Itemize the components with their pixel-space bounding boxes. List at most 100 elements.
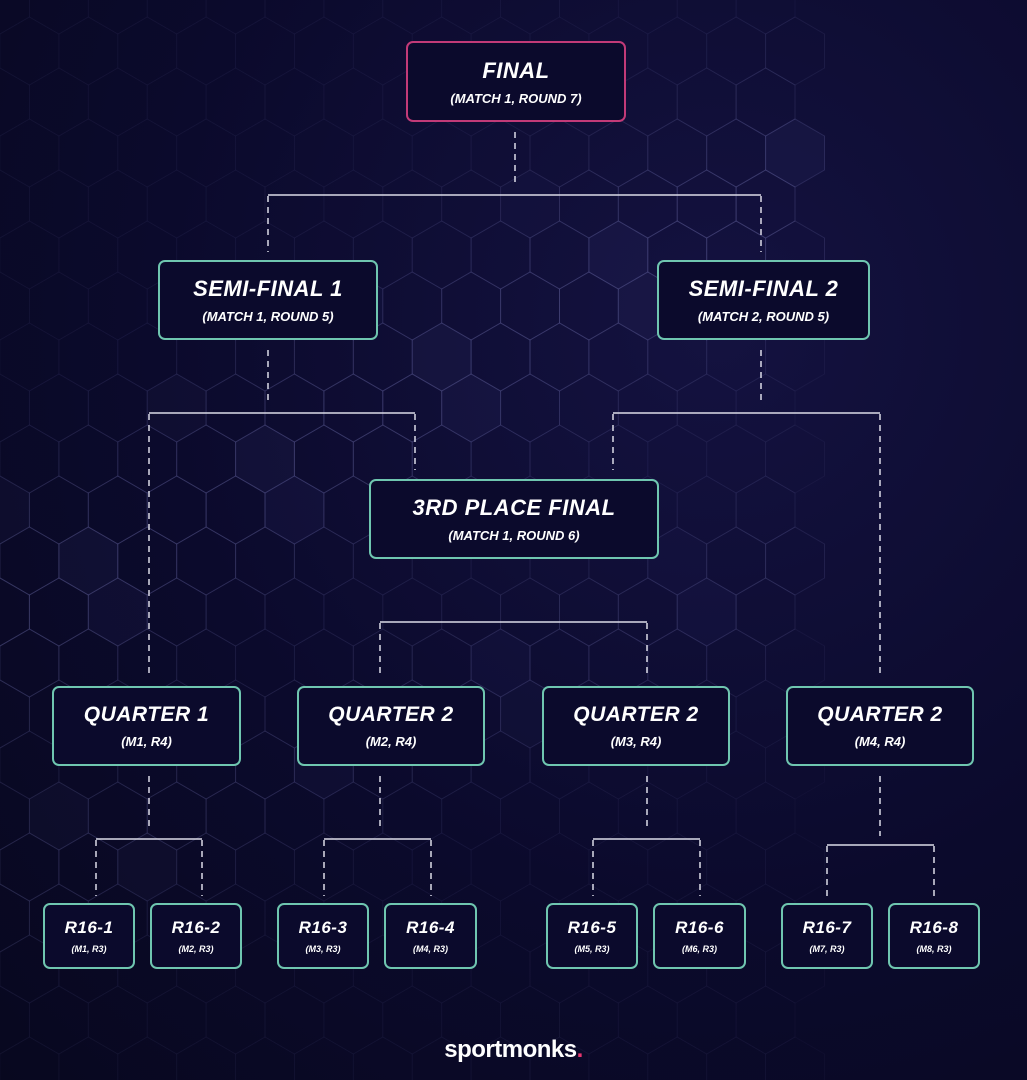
- quarter-title: QUARTER 2: [817, 703, 943, 726]
- hexagon-shape: [293, 832, 354, 902]
- hexagon-shape: [382, 373, 443, 443]
- hexagon-shape: [617, 781, 678, 851]
- hexagon-shape: [0, 373, 30, 443]
- hexagon-shape: [146, 577, 207, 647]
- hexagon-shape: [58, 628, 119, 698]
- hexagon-shape: [382, 985, 443, 1055]
- hexagon-shape: [205, 67, 266, 137]
- third-place-final-subtitle: (MATCH 1, ROUND 6): [448, 528, 580, 543]
- hexagon-shape: [382, 169, 443, 239]
- hexagon-shape: [676, 475, 737, 545]
- hexagon-shape: [647, 16, 708, 86]
- hexagon-shape: [617, 577, 678, 647]
- quarter-title: QUARTER 2: [328, 703, 454, 726]
- hexagon-shape: [529, 220, 590, 290]
- final-subtitle: (MATCH 1, ROUND 7): [450, 90, 582, 106]
- hexagon-shape: [441, 0, 502, 35]
- hexagon-shape: [28, 985, 89, 1055]
- hexagon-shape: [0, 679, 30, 749]
- hexagon-shape: [87, 577, 148, 647]
- hexagon-shape: [323, 67, 384, 137]
- hexagon-shape: [765, 526, 825, 596]
- hexagon-shape: [146, 169, 207, 239]
- r16-node-3: R16-3 (M3, R3): [277, 903, 369, 969]
- hexagon-shape: [647, 628, 708, 698]
- hexagon-shape: [0, 0, 30, 35]
- hexagon-shape: [87, 0, 148, 35]
- hexagon-shape: [293, 16, 354, 86]
- r16-node-8: R16-8 (M8, R3): [888, 903, 980, 969]
- hexagon-shape: [706, 628, 767, 698]
- brand-dot: .: [576, 1036, 584, 1063]
- hexagon-shape: [117, 832, 178, 902]
- hexagon-shape: [0, 985, 30, 1055]
- hexagon-shape: [87, 781, 148, 851]
- r16-subtitle: (M1, R3): [71, 944, 107, 954]
- quarter-node-2: QUARTER 2 (M2, R4): [297, 686, 485, 766]
- hexagon-shape: [293, 628, 354, 698]
- hexagon-shape: [411, 424, 472, 494]
- hexagon-shape: [0, 781, 30, 851]
- hexagon-shape: [706, 118, 767, 188]
- hexagon-shape: [647, 526, 708, 596]
- hexagon-shape: [352, 628, 413, 698]
- hexagon-shape: [117, 424, 178, 494]
- hexagon-shape: [559, 577, 619, 647]
- hexagon-shape: [205, 985, 266, 1055]
- hexagon-shape: [706, 832, 767, 902]
- hexagon-shape: [176, 424, 237, 494]
- quarter-subtitle: (M4, R4): [854, 734, 906, 749]
- hexagon-shape: [117, 16, 178, 86]
- hexagon-shape: [588, 832, 649, 902]
- hexagon-shape: [706, 730, 767, 800]
- hexagon-shape: [470, 220, 531, 290]
- hexagon-shape: [529, 322, 590, 392]
- r16-node-7: R16-7 (M7, R3): [781, 903, 873, 969]
- hexagon-shape: [441, 271, 502, 341]
- hexagon-shape: [441, 781, 502, 851]
- hexagon-shape: [323, 577, 384, 647]
- hexagon-shape: [205, 475, 266, 545]
- r16-title: R16-7: [802, 918, 852, 937]
- hexagon-shape: [411, 1036, 472, 1080]
- hexagon-shape: [117, 628, 178, 698]
- hexagon-shape: [58, 832, 119, 902]
- hexagon-shape: [0, 220, 60, 290]
- hexagon-shape: [382, 0, 443, 35]
- hexagon-shape: [235, 628, 295, 698]
- hexagon-shape: [352, 1036, 413, 1080]
- hexagon-shape: [765, 424, 825, 494]
- hexagon-shape: [470, 1036, 531, 1080]
- hexagon-shape: [647, 424, 708, 494]
- hexagon-shape: [676, 67, 737, 137]
- hexagon-shape: [559, 271, 619, 341]
- hexagon-shape: [470, 730, 531, 800]
- hexagon-shape: [28, 373, 89, 443]
- hexagon-shape: [735, 67, 796, 137]
- r16-subtitle: (M4, R3): [412, 944, 448, 954]
- hexagon-shape: [441, 373, 502, 443]
- r16-title: R16-1: [64, 918, 114, 937]
- final-node: FINAL (MATCH 1, ROUND 7): [406, 41, 626, 122]
- quarter-subtitle: (M1, R4): [121, 734, 172, 749]
- hexagon-shape: [176, 16, 237, 86]
- sportmonks-logo: sportmonks.: [0, 1036, 1027, 1064]
- hexagon-shape: [676, 985, 737, 1055]
- hexagon-shape: [176, 832, 237, 902]
- hexagon-shape: [617, 169, 678, 239]
- quarter-node-1: QUARTER 1 (M1, R4): [52, 686, 241, 766]
- hexagon-shape: [352, 322, 413, 392]
- hexagon-shape: [647, 1036, 708, 1080]
- hexagon-shape: [765, 118, 825, 188]
- hexagon-shape: [559, 0, 619, 35]
- third-place-final-node: 3RD PLACE FINAL (MATCH 1, ROUND 6): [369, 479, 659, 559]
- quarter-subtitle: (M3, R4): [610, 734, 662, 749]
- hexagon-shape: [205, 373, 266, 443]
- hexagon-shape: [735, 577, 796, 647]
- hexagon-shape: [706, 16, 767, 86]
- hexagon-shape: [28, 271, 89, 341]
- hexagon-shape: [87, 169, 148, 239]
- hexagon-shape: [205, 781, 266, 851]
- hexagon-shape: [323, 781, 384, 851]
